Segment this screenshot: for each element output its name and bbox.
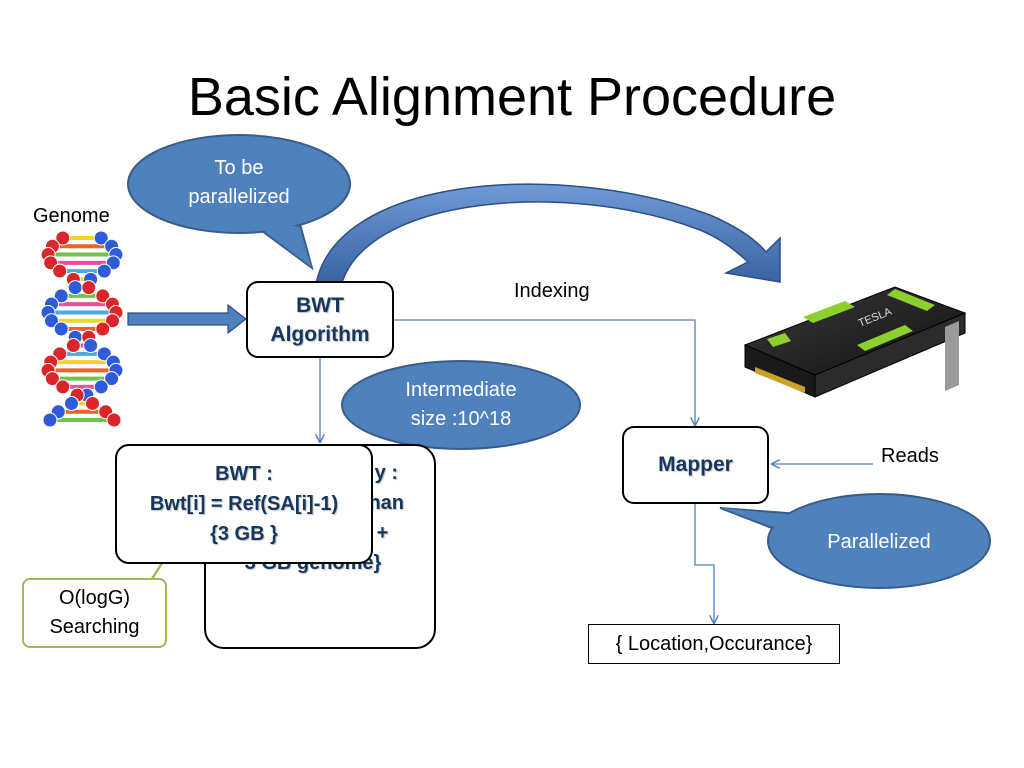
bwt-algorithm-line-1: BWT <box>296 293 344 317</box>
indexing-label: Indexing <box>514 280 590 302</box>
genome-label: Genome <box>33 205 110 227</box>
mapper-label: Mapper <box>658 453 733 476</box>
connector-mapper-to-output <box>694 503 714 623</box>
bwt-def-line-1: BWT : <box>215 463 273 485</box>
output-box: { Location,Occurance} <box>588 624 840 664</box>
dna-bead <box>96 263 112 279</box>
dna-helix-image <box>40 230 124 428</box>
dna-bead <box>65 338 81 354</box>
curved-arrow <box>314 183 781 291</box>
dna-bead <box>53 321 69 337</box>
callout-to-be-parallelized <box>127 134 351 271</box>
dna-bead <box>42 412 58 428</box>
dna-bead <box>67 280 83 296</box>
intermediate-size-text: Intermediate size :10^18 <box>362 376 560 434</box>
intermediate-line-2: size :10^18 <box>410 408 512 430</box>
dna-bead <box>93 230 109 246</box>
dna-bead <box>106 412 122 428</box>
connector-bwt-to-mapper <box>392 319 695 425</box>
dna-bead <box>95 321 111 337</box>
callout-top-text: To be parallelized <box>148 154 330 212</box>
intermediate-line-1: Intermediate <box>405 379 517 401</box>
dna-bead <box>105 313 121 329</box>
bwt-def-line-2: Bwt[i] = Ref(SA[i]-1) <box>149 493 339 515</box>
callout-top-line-2: parallelized <box>188 186 290 208</box>
search-note-box: O(logG) Searching <box>22 578 167 648</box>
dna-bead <box>83 338 99 354</box>
callout-parallelized <box>719 493 991 589</box>
search-line-1: O(logG) <box>58 587 131 609</box>
output-label: { Location,Occurance} <box>615 632 813 655</box>
genome-to-bwt-arrow <box>127 303 247 335</box>
dna-bead <box>85 395 101 411</box>
bwt-definition-box: BWT : Bwt[i] = Ref(SA[i]-1) {3 GB } <box>115 444 373 564</box>
sa-line-2: han <box>368 492 404 514</box>
search-line-2: Searching <box>49 616 140 638</box>
dna-bead <box>63 395 79 411</box>
dna-bead <box>55 379 71 395</box>
sa-line-1: y : <box>374 462 398 484</box>
dna-bead <box>52 263 68 279</box>
bwt-def-line-3: {3 GB } <box>210 523 278 545</box>
dna-bead <box>43 313 59 329</box>
gpu-card-image: TESLA <box>743 286 967 398</box>
callout-parallelized-text: Parallelized <box>827 531 931 553</box>
dna-bead <box>95 288 111 304</box>
dna-bead <box>53 288 69 304</box>
bwt-algorithm-box: BWT Algorithm <box>246 281 394 358</box>
dna-bead <box>81 280 97 296</box>
reads-label: Reads <box>881 445 939 467</box>
mapper-box: Mapper <box>622 426 769 504</box>
dna-bead <box>104 371 120 387</box>
slide-title: Basic Alignment Procedure <box>187 67 837 127</box>
dna-bead <box>44 371 60 387</box>
dna-bead <box>55 230 71 246</box>
intermediate-size-ellipse <box>341 360 581 450</box>
callout-top-line-1: To be <box>214 157 264 179</box>
bwt-algorithm-line-2: Algorithm <box>270 322 370 346</box>
dna-bead <box>93 379 109 395</box>
